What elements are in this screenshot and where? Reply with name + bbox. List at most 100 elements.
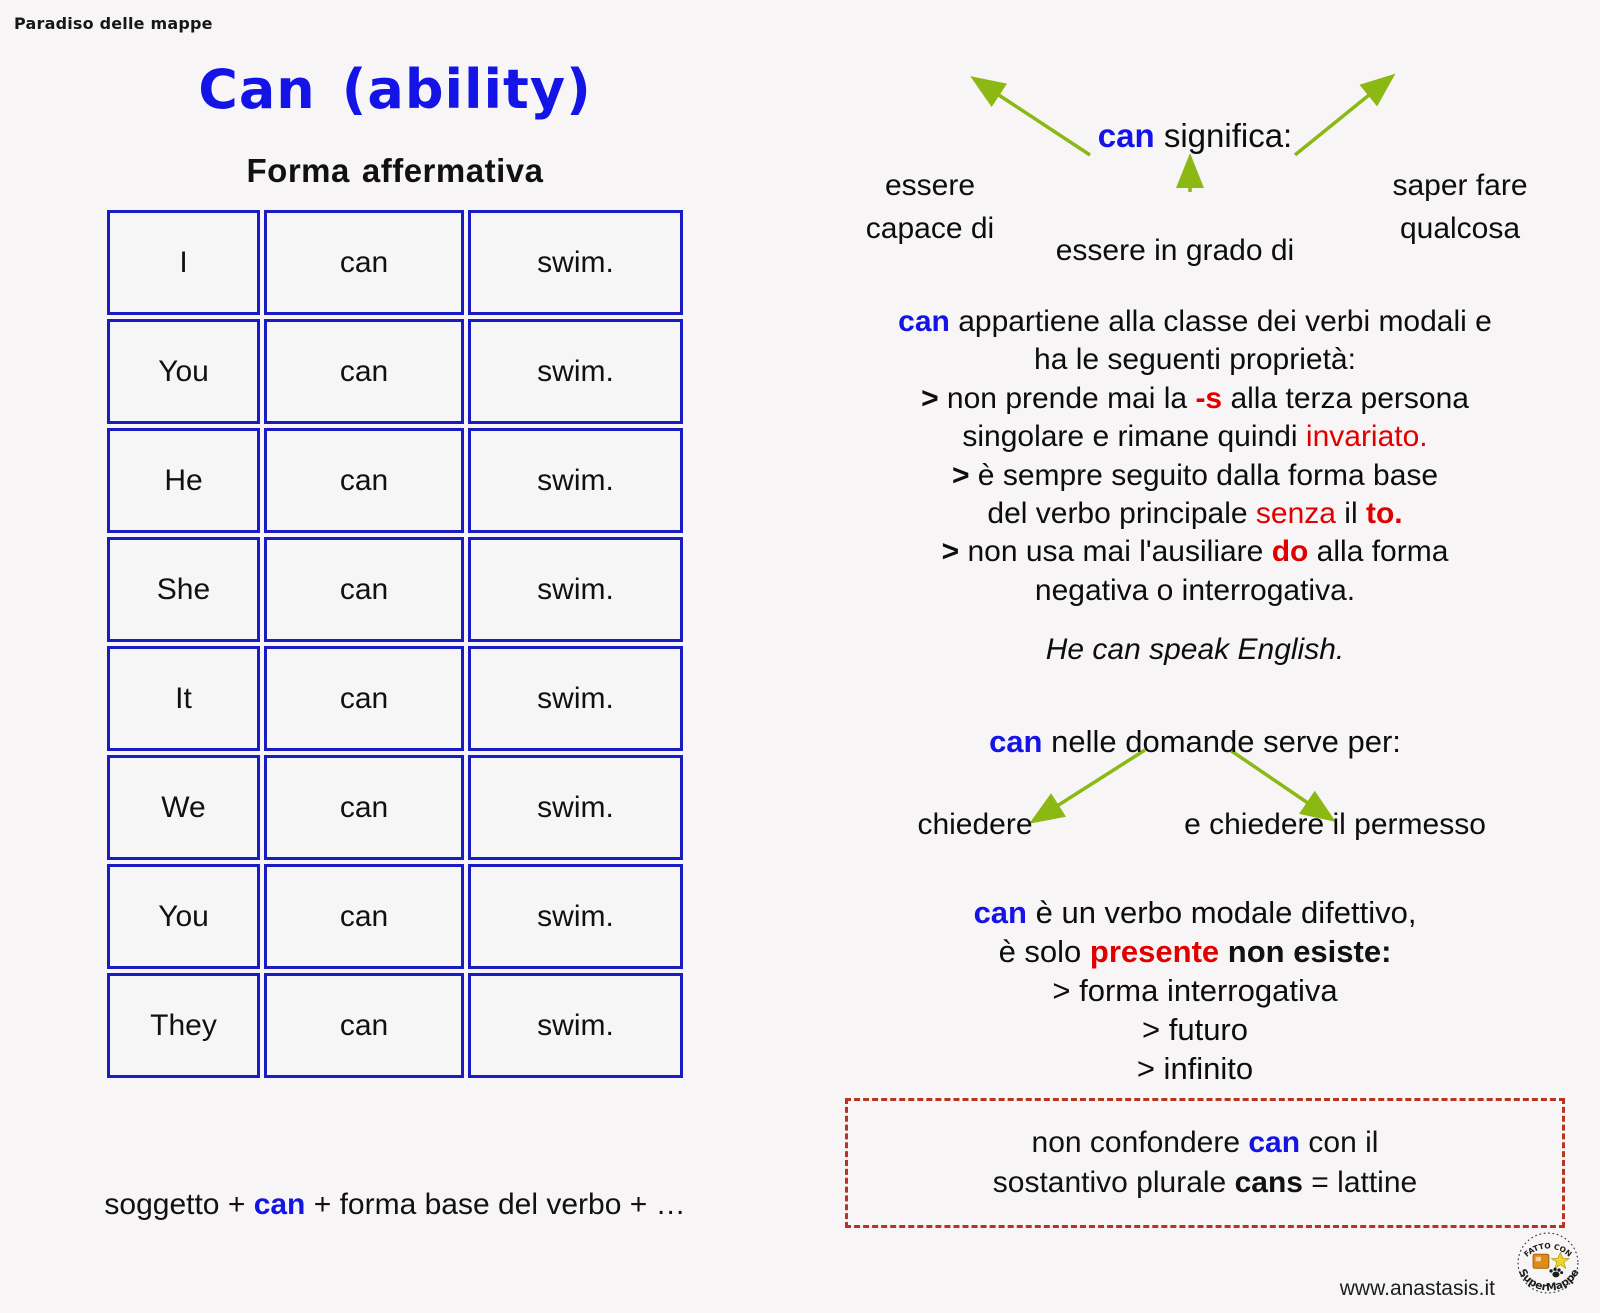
- table-cell-modal: can: [264, 428, 464, 533]
- property-2-highlight-to: to.: [1365, 496, 1403, 530]
- property-item-3-line-2: negativa o interrogativa.: [1034, 573, 1356, 607]
- property-2-highlight-senza: senza: [1255, 496, 1336, 530]
- meaning-branch-left-line1: essere: [884, 169, 976, 202]
- questions-branch-left: chiedere: [917, 808, 1033, 841]
- warning-text: non confondere can con il sostantivo plu…: [993, 1123, 1417, 1203]
- warning-bold-cans: cans: [1234, 1166, 1303, 1199]
- property-item-1-line-1: > non prende mai la -s alla terza person…: [790, 380, 1600, 418]
- table-cell-verb: swim.: [468, 537, 683, 642]
- property-item-2-line-2: del verbo principale senza il to.: [790, 495, 1600, 533]
- properties-block: can appartiene alla classe dei verbi mod…: [790, 303, 1600, 610]
- table-cell-subject: I: [107, 210, 260, 315]
- table-cell-subject: You: [107, 864, 260, 969]
- table-cell-modal: can: [264, 537, 464, 642]
- page-title: Can(ability): [0, 58, 790, 121]
- warning-line-2-b: = lattine: [1302, 1166, 1418, 1199]
- bullet-icon: >: [941, 535, 960, 569]
- warning-keyword-can: can: [1248, 1126, 1301, 1160]
- questions-heading-keyword: can: [989, 724, 1043, 759]
- property-item-3-line-1: > non usa mai l'ausiliare do alla forma: [790, 533, 1600, 571]
- defective-line-1-text: è un verbo modale difettivo,: [1026, 895, 1417, 930]
- table-cell-verb: swim.: [468, 755, 683, 860]
- table-cell-verb: swim.: [468, 973, 683, 1078]
- defective-line-2-b: non esiste:: [1219, 934, 1392, 970]
- defective-line-2: è solo presente non esiste:: [790, 932, 1600, 971]
- defective-item-2: > futuro: [790, 1010, 1600, 1049]
- warning-line-2-a: sostantivo plurale: [992, 1166, 1235, 1199]
- property-1-highlight-s: -s: [1195, 381, 1223, 415]
- property-3-text-b: alla forma: [1308, 535, 1449, 569]
- property-1-line2-a: singolare e rimane quindi: [962, 420, 1306, 454]
- bullet-icon: >: [1052, 973, 1071, 1009]
- meaning-branch-middle: essere in grado di: [1055, 234, 1295, 267]
- property-1-text-a: non prende mai la: [938, 381, 1196, 415]
- defective-line-1: can è un verbo modale difettivo,: [790, 893, 1600, 932]
- meaning-branch-right: saper fare qualcosa: [1330, 165, 1590, 250]
- warning-line-2: sostantivo plurale cans = lattine: [993, 1163, 1417, 1203]
- site-watermark: Paradiso delle mappe: [14, 14, 213, 33]
- bullet-icon: >: [951, 458, 970, 492]
- properties-intro-line-2: ha le seguenti proprietà:: [1034, 343, 1356, 377]
- footer-url[interactable]: www.anastasis.it: [1339, 1277, 1495, 1300]
- table-cell-verb: swim.: [468, 428, 683, 533]
- supermappe-badge-icon: FATTO CON SuperMappe: [1516, 1232, 1582, 1294]
- table-cell-modal: can: [264, 973, 464, 1078]
- bullet-icon: >: [1142, 1012, 1161, 1048]
- formula-part-1: soggetto +: [104, 1188, 254, 1221]
- defective-highlight-presente: presente: [1089, 934, 1220, 970]
- properties-intro-keyword: can: [898, 305, 950, 338]
- bullet-icon: >: [921, 381, 939, 415]
- property-1-text-b: alla terza persona: [1222, 381, 1469, 415]
- table-cell-verb: swim.: [468, 646, 683, 751]
- formula-keyword-can: can: [253, 1188, 306, 1221]
- badge-bottom-label: SuperMappe: [1516, 1267, 1582, 1294]
- property-2-line2-b: il: [1335, 496, 1366, 530]
- table-cell-subject: We: [107, 755, 260, 860]
- defective-keyword: can: [973, 895, 1027, 930]
- svg-text:SuperMappe: SuperMappe: [1516, 1267, 1582, 1294]
- table-cell-modal: can: [264, 755, 464, 860]
- properties-intro-text-1: appartiene alla classe dei verbi modali …: [949, 305, 1492, 338]
- table-cell-modal: can: [264, 319, 464, 424]
- defective-item-1: > forma interrogativa: [790, 971, 1600, 1010]
- table-cell-subject: You: [107, 319, 260, 424]
- meaning-branch-left: essere capace di: [800, 165, 1060, 250]
- defective-block: can è un verbo modale difettivo, è solo …: [790, 893, 1600, 1088]
- page-title-word-ability: (ability): [341, 58, 592, 121]
- defective-item-3-text: infinito: [1154, 1051, 1254, 1087]
- defective-item-2-text: futuro: [1160, 1012, 1248, 1048]
- property-item-1-line-2: singolare e rimane quindi invariato.: [790, 418, 1600, 456]
- table-cell-modal: can: [264, 646, 464, 751]
- property-2-text: è sempre seguito dalla forma base: [969, 458, 1439, 492]
- properties-intro-line-1: can appartiene alla classe dei verbi mod…: [790, 303, 1600, 341]
- defective-item-3: > infinito: [790, 1049, 1600, 1088]
- subtitle-word-forma: Forma: [246, 152, 350, 189]
- meaning-heading-text: significa:: [1154, 117, 1293, 154]
- section-subtitle: Forma affermativa: [0, 152, 790, 190]
- formula-line: soggetto + can + forma base del verbo + …: [0, 1188, 790, 1222]
- table-cell-subject: He: [107, 428, 260, 533]
- meaning-branch-left-line2: capace di: [865, 211, 995, 245]
- table-cell-verb: swim.: [468, 319, 683, 424]
- table-cell-verb: swim.: [468, 864, 683, 969]
- table-cell-verb: swim.: [468, 210, 683, 315]
- meaning-branch-right-line2: qualcosa: [1399, 211, 1521, 245]
- subtitle-word-affermativa: affermativa: [361, 152, 544, 189]
- meaning-heading: can significa:: [790, 117, 1600, 155]
- table-cell-modal: can: [264, 864, 464, 969]
- table-cell-modal: can: [264, 210, 464, 315]
- warning-line-1-a: non confondere: [1031, 1126, 1249, 1160]
- property-1-highlight-invariato: invariato.: [1305, 420, 1428, 454]
- property-3-text-a: non usa mai l'ausiliare: [959, 535, 1272, 569]
- right-column: can significa: essere capace di essere i…: [790, 0, 1600, 1313]
- questions-heading: can nelle domande serve per:: [790, 724, 1600, 760]
